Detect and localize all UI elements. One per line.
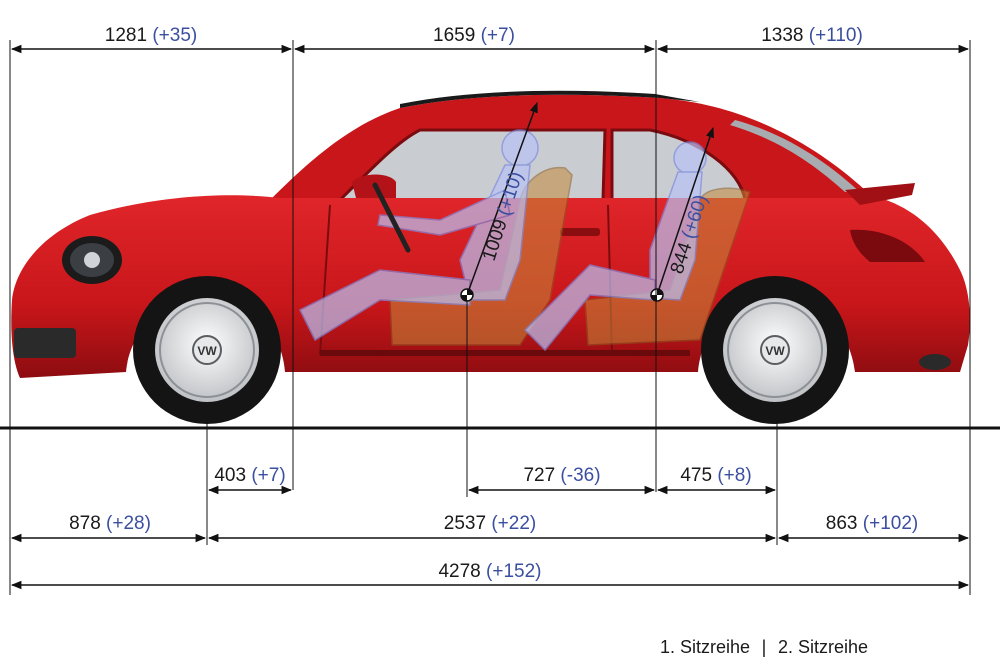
rear-headroom-arrow xyxy=(650,127,714,302)
dim-label-front-overhang-top: 1281 (+35) xyxy=(105,25,197,46)
extension-lines xyxy=(9,40,971,595)
legend-separator: | xyxy=(762,637,767,657)
svg-text:VW: VW xyxy=(197,344,217,358)
dim-label-rear-seat-to-axle: 475 (+8) xyxy=(680,465,751,486)
steering-wheel xyxy=(372,182,411,253)
rear-wheel: VW xyxy=(701,276,849,424)
front-wheel: VW xyxy=(133,276,281,424)
front-headroom-arrow xyxy=(460,102,538,302)
dim-label-rear-overhang: 863 (+102) xyxy=(826,513,918,534)
dim-label-cabin-top: 1659 (+7) xyxy=(433,25,515,46)
dim-label-front-axle-to-seat: 403 (+7) xyxy=(214,465,285,486)
dim-label-seat-spacing: 727 (-36) xyxy=(523,465,600,486)
dim-label-wheelbase: 2537 (+22) xyxy=(444,513,536,534)
svg-text:VW: VW xyxy=(765,344,785,358)
dim-label-rear-top: 1338 (+110) xyxy=(761,25,863,46)
legend-row-2: 2. Sitzreihe xyxy=(778,637,868,657)
legend-row-1: 1. Sitzreihe xyxy=(660,637,750,657)
dim-label-overall-length: 4278 (+152) xyxy=(438,561,541,582)
seat-row-legend: 1. Sitzreihe | 2. Sitzreihe xyxy=(660,637,868,657)
dim-label-front-overhang: 878 (+28) xyxy=(69,513,151,534)
dimension-lines xyxy=(10,44,970,590)
